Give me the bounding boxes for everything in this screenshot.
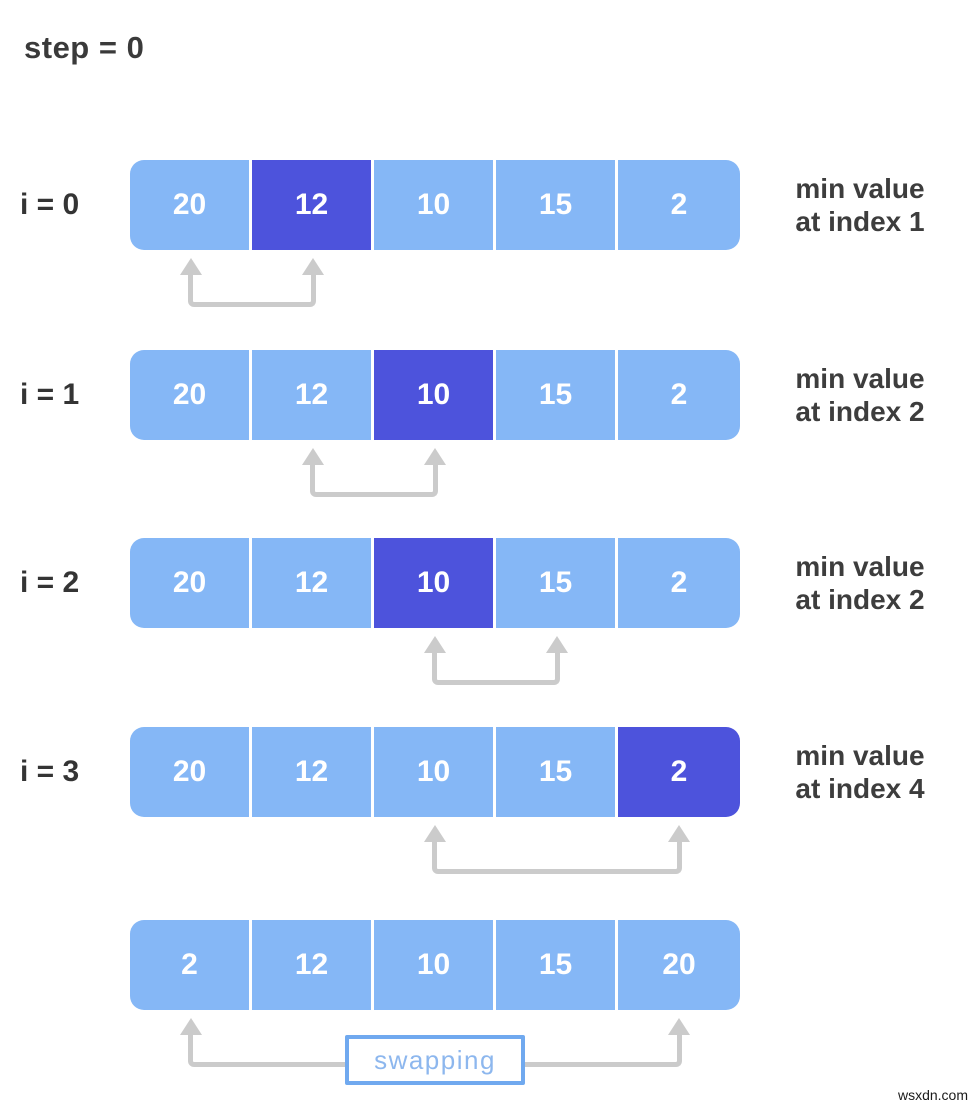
array-cell: 10 [374,727,496,817]
row-index-label: i = 1 [20,378,80,411]
array-cell: 12 [252,350,374,440]
arrow-up-left-icon [424,825,446,842]
arrow-up-left-icon [302,448,324,465]
compare-arrow-bracket [188,273,316,307]
array-cell: 2 [618,538,740,628]
array-cell: 20 [130,727,252,817]
step-title: step = 0 [24,30,145,65]
array-cell: 15 [496,538,618,628]
array-cell: 15 [496,727,618,817]
compare-arrow-bracket [432,651,560,685]
min-value-note-line2: at index 2 [795,396,925,427]
array-cell: 15 [496,350,618,440]
min-value-note-line2: at index 4 [795,773,925,804]
min-value-note-line1: min value [795,551,925,582]
array-cell: 20 [130,538,252,628]
min-value-note-line2: at index 2 [795,584,925,615]
array-cell: 12 [252,538,374,628]
arrow-up-left-icon [180,1018,202,1035]
array-cell: 10 [374,160,496,250]
array-cell: 2 [618,350,740,440]
min-value-note-line1: min value [795,173,925,204]
array-cell-highlighted: 10 [374,350,496,440]
watermark: wsxdn.com [897,1087,968,1103]
array-cell: 20 [130,160,252,250]
array-cell: 12 [252,920,374,1010]
array-cell: 10 [374,920,496,1010]
arrow-up-right-icon [546,636,568,653]
arrow-up-right-icon [302,258,324,275]
array-cell: 2 [618,160,740,250]
arrow-up-left-icon [424,636,446,653]
compare-arrow-bracket [432,840,682,874]
array-cell-highlighted: 10 [374,538,496,628]
compare-arrow-bracket [310,463,438,497]
arrow-up-right-icon [668,1018,690,1035]
array-cell-highlighted: 2 [618,727,740,817]
row-index-label: i = 2 [20,566,80,599]
arrow-up-left-icon [180,258,202,275]
array-cell: 15 [496,160,618,250]
row-index-label: i = 0 [20,188,80,221]
array-cell: 12 [252,727,374,817]
arrow-up-right-icon [668,825,690,842]
min-value-note-line1: min value [795,740,925,771]
min-value-note-line1: min value [795,363,925,394]
array-cell: 15 [496,920,618,1010]
min-value-note-line2: at index 1 [795,206,925,237]
array-cell: 20 [618,920,740,1010]
row-index-label: i = 3 [20,755,80,788]
arrow-up-right-icon [424,448,446,465]
array-cell-highlighted: 12 [252,160,374,250]
array-cell: 20 [130,350,252,440]
array-cell: 2 [130,920,252,1010]
swapping-label-box: swapping [345,1035,525,1085]
